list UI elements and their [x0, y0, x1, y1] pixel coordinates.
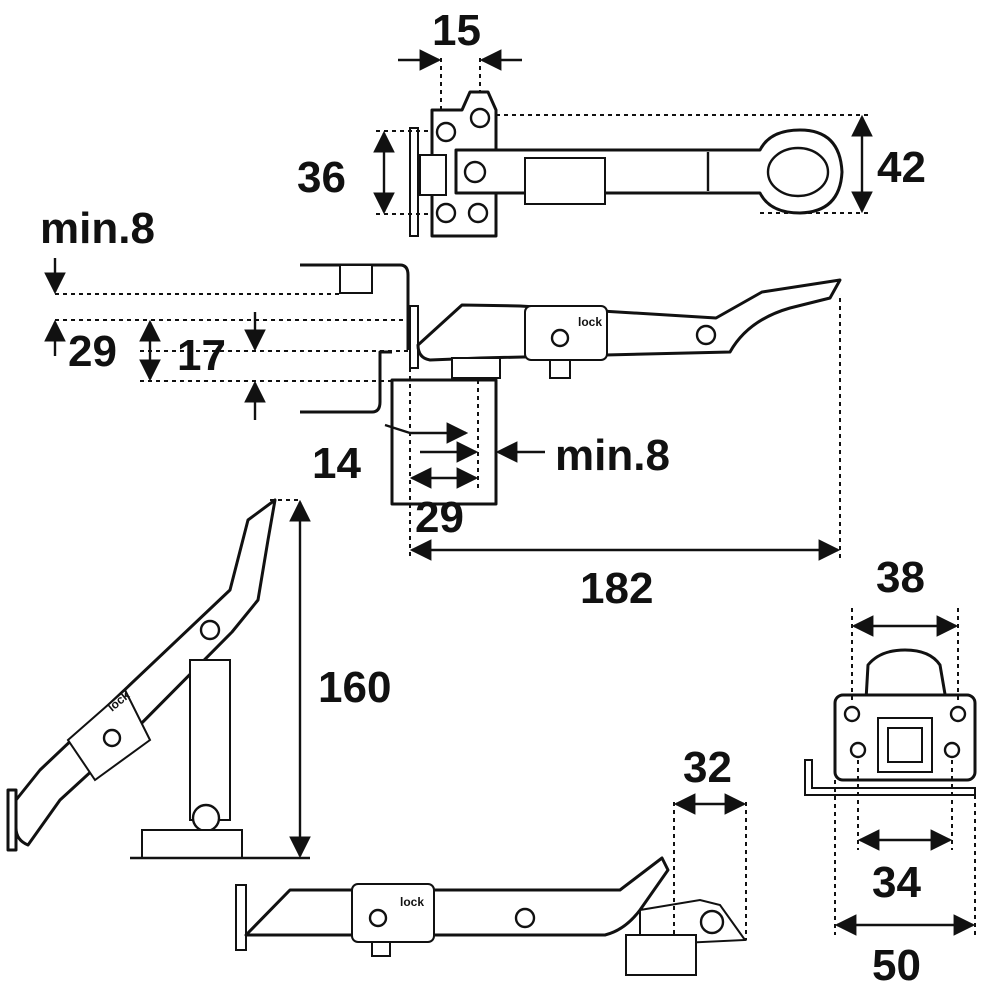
open-view-link: [189, 659, 231, 821]
bottom-view-lever-hole: [514, 907, 536, 929]
end-view-ring: [864, 648, 948, 702]
dim-label-15: 15: [432, 6, 481, 55]
open-view-plate: [6, 788, 18, 852]
bottom-view-lock-housing: [351, 883, 435, 943]
end-view: [804, 608, 977, 936]
side-view-lock-text: lock: [578, 315, 602, 329]
open-view-lock-screw: [102, 728, 122, 748]
dim-label-42: 42: [877, 143, 926, 192]
top-view-ring-hole: [766, 146, 830, 198]
bottom-view-lock-text: lock: [400, 895, 424, 909]
dim-label-38: 38: [876, 553, 925, 602]
open-view-link-pivot: [191, 803, 221, 833]
bottom-view-plate: [235, 884, 247, 951]
bottom-view-lever: [244, 856, 670, 937]
side-view: lock: [44, 258, 842, 561]
top-view-screw-tr: [469, 107, 491, 129]
top-view-lock-block: [524, 157, 606, 205]
end-view-square-inner: [887, 727, 923, 763]
top-view-hinge: [419, 154, 447, 196]
dim-label-29: 29: [68, 327, 117, 376]
dim-label-17: 17: [177, 331, 226, 380]
open-view-lever: [14, 498, 277, 847]
side-view-plate: [409, 305, 419, 369]
dim-14-leader: [384, 423, 411, 435]
dim-label-160: 160: [318, 663, 391, 712]
side-view-keeper: [390, 378, 498, 506]
side-view-lever-hole: [695, 324, 717, 346]
open-view: lock: [6, 498, 311, 860]
dim-label-29b: 29: [415, 493, 464, 542]
dim-label-182: 182: [580, 564, 653, 613]
open-view-base: [141, 829, 243, 859]
side-view-lock-screw: [550, 328, 570, 348]
side-view-lever: [416, 278, 842, 362]
top-view-screw-bl: [435, 202, 457, 224]
dim-label-14: 14: [312, 439, 361, 488]
side-view-frame-lower: [300, 350, 392, 414]
side-view-catch: [451, 357, 501, 379]
top-view-frame-plate: [409, 127, 419, 237]
dim-label-34: 34: [872, 858, 921, 907]
bottom-view-lock-knob: [371, 941, 391, 957]
end-view-frame-bracket: [804, 759, 976, 796]
dim-label-min8-top: min.8: [40, 204, 155, 253]
side-view-frame-notch: [339, 264, 373, 294]
end-view-screw-tr: [949, 705, 967, 723]
dim-label-36: 36: [297, 153, 346, 202]
dim-label-min8-right: min.8: [555, 431, 670, 480]
top-view-screw-br: [467, 202, 489, 224]
bottom-view: lock: [235, 793, 747, 976]
bottom-view-link-pivot: [699, 909, 725, 935]
end-view-screw-br: [943, 741, 961, 759]
end-view-screw-tl: [843, 705, 861, 723]
dim-label-32: 32: [683, 743, 732, 792]
side-view-frame-upper: [300, 263, 410, 350]
bottom-view-keeper: [625, 934, 697, 976]
end-view-screw-bl: [849, 741, 867, 759]
dim-label-50: 50: [872, 941, 921, 990]
open-view-lever-hole: [199, 619, 221, 641]
top-view: [373, 49, 873, 238]
top-view-pivot-hole: [463, 160, 487, 184]
side-view-lock-knob: [549, 359, 571, 379]
bottom-view-lock-screw: [368, 908, 388, 928]
top-view-screw-tl: [435, 121, 457, 143]
